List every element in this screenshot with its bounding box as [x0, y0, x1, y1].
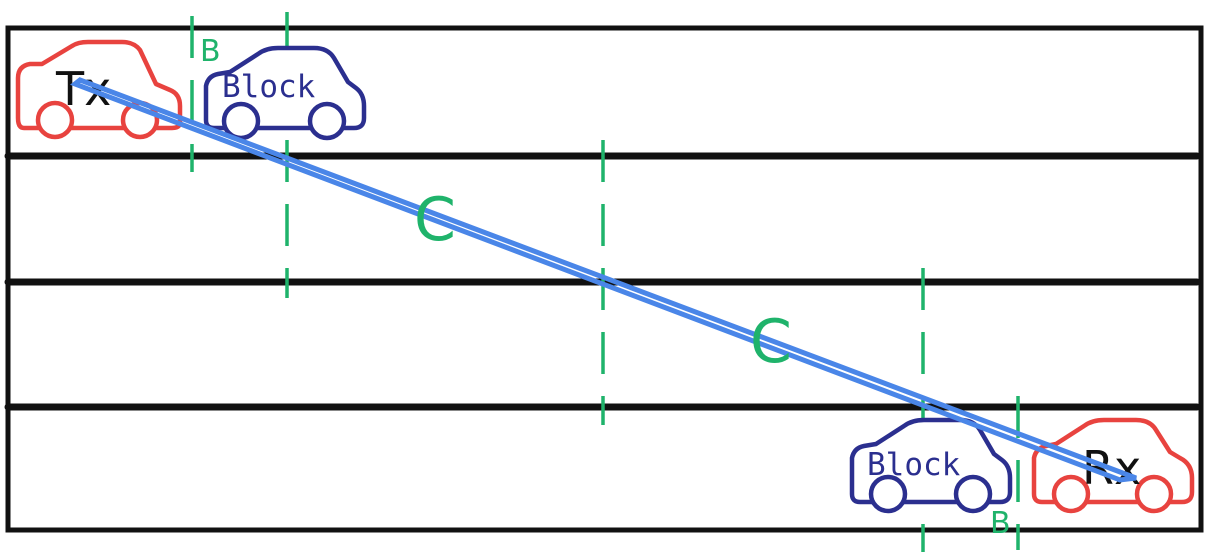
- zone-c-upper-label: C: [414, 185, 456, 255]
- zone-c-lower-label: C: [750, 307, 792, 377]
- block-bottom-label: Block: [867, 447, 961, 483]
- zone-b-top-label: B: [200, 34, 221, 69]
- block-car-top-icon: [203, 45, 367, 141]
- signal-ray: [70, 77, 1137, 483]
- block-car-bottom-icon: [849, 417, 1013, 514]
- zone-b-bottom-label: B: [990, 506, 1011, 541]
- rx-car-icon: [1031, 417, 1195, 514]
- block-top-label: Block: [222, 69, 316, 105]
- ray-path: [70, 77, 1137, 483]
